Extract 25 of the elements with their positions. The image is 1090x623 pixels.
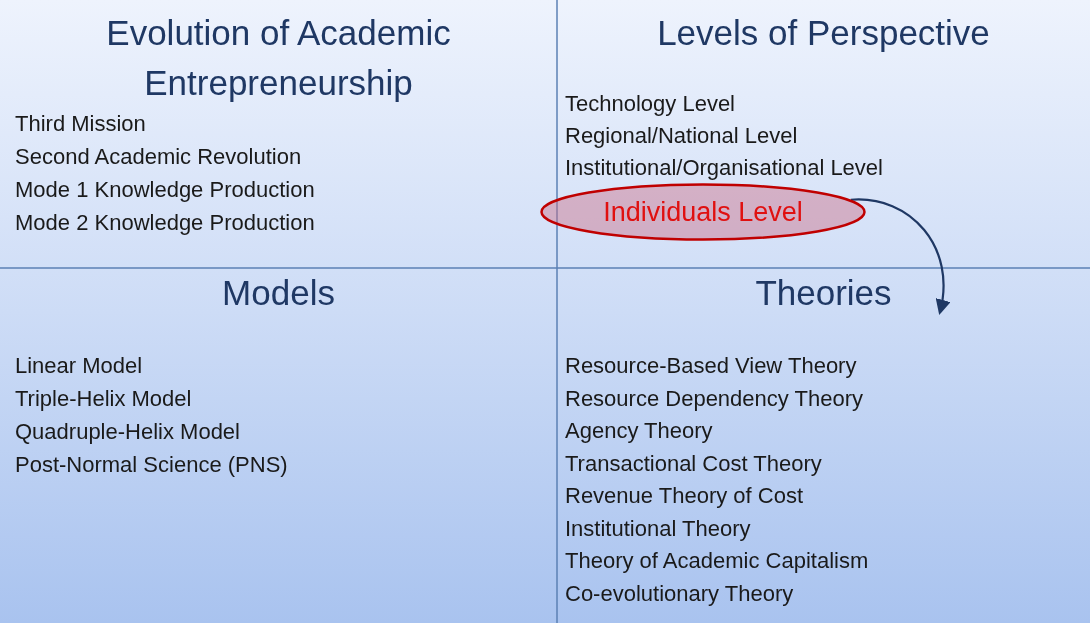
list-item: Triple-Helix Model [15, 386, 192, 412]
section-heading: Theories [754, 272, 893, 314]
list-item: Quadruple-Helix Model [15, 419, 240, 445]
highlighted-level-text: Individuals Level [603, 196, 803, 228]
list-item: Third Mission [15, 111, 146, 137]
section-heading: Evolution of Academic Entrepreneurship [105, 12, 452, 104]
list-item: Resource Dependency Theory [565, 385, 863, 412]
list-item: Linear Model [15, 353, 143, 379]
list-item: Resource-Based View Theory [565, 353, 857, 379]
list-item: Co-evolutionary Theory [565, 580, 794, 607]
list-item: Revenue Theory of Cost [565, 483, 804, 509]
list-item: Transactional Cost Theory [565, 450, 822, 477]
list-item: Mode 2 Knowledge Production [15, 210, 315, 236]
list-item: Agency Theory [565, 418, 713, 444]
section-heading: Levels of Perspective [656, 12, 991, 54]
curved-arrow [850, 198, 950, 316]
list-item: Theory of Academic Capitalism [565, 548, 869, 574]
section-heading: Models [221, 272, 336, 314]
list-item: Post-Normal Science (PNS) [15, 452, 288, 478]
list-item: Institutional Theory [565, 515, 751, 542]
list-item: Technology Level [565, 91, 735, 117]
list-item: Regional/National Level [565, 123, 798, 149]
list-item: Institutional/Organisational Level [565, 155, 883, 181]
list-item: Mode 1 Knowledge Production [15, 177, 315, 203]
list-item: Second Academic Revolution [15, 144, 302, 170]
